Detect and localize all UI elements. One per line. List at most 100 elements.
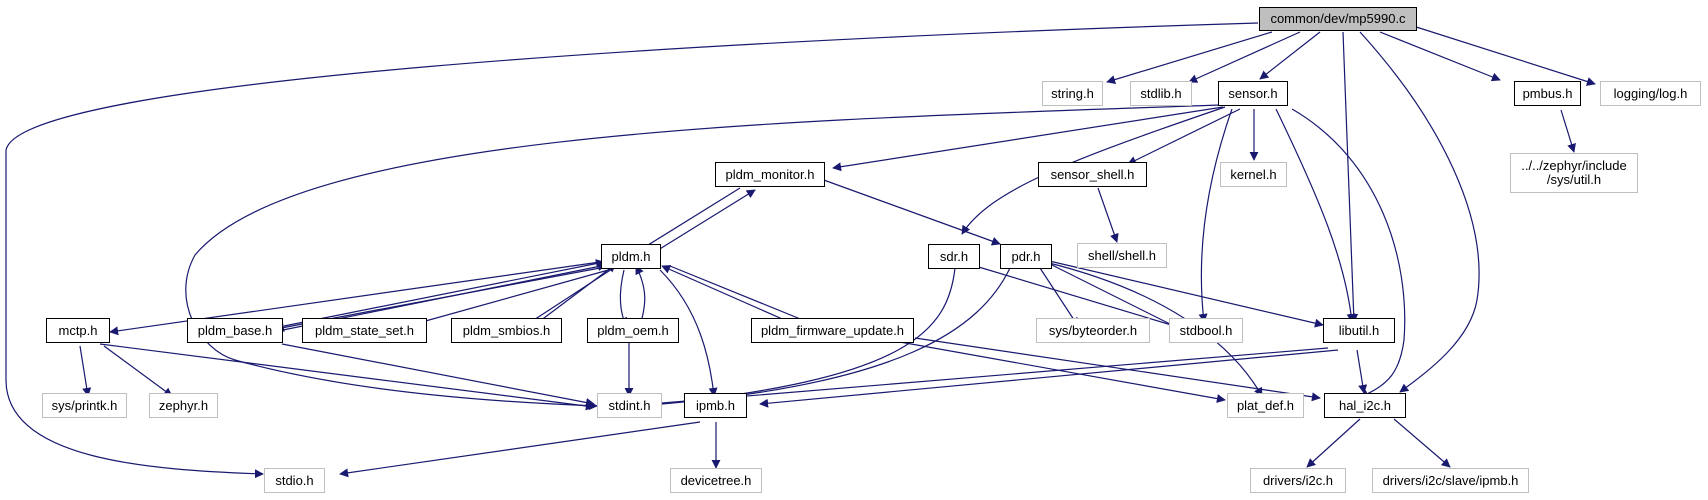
node-libutil-h[interactable]: libutil.h — [1323, 318, 1395, 343]
node-label: mctp.h — [58, 322, 98, 338]
edge-root-pmbus — [1379, 31, 1501, 82]
node-pdr-h[interactable]: pdr.h — [1000, 244, 1052, 269]
node-pldm-smbios-h[interactable]: pldm_smbios.h — [451, 318, 562, 343]
node-sensor-h[interactable]: sensor.h — [1218, 81, 1288, 106]
node-stdbool-h: stdbool.h — [1169, 318, 1243, 343]
edge-pdr-libutil — [1044, 259, 1324, 328]
node-drivers-i2c-h: drivers/i2c.h — [1250, 468, 1346, 493]
edge-root-stdlib — [1188, 31, 1301, 83]
edge-sensor-libutil — [1275, 108, 1356, 323]
node-string-h: string.h — [1042, 81, 1103, 106]
node-kernel-h: kernel.h — [1220, 162, 1287, 187]
node-label: pldm_smbios.h — [462, 322, 551, 338]
node-label: sdr.h — [939, 248, 969, 264]
node-hal-i2c-h[interactable]: hal_i2c.h — [1324, 393, 1406, 418]
edge-mctp-zephyr — [103, 345, 173, 397]
edge-pldmoem-pldm — [635, 265, 646, 327]
node-sys-printk-h: sys/printk.h — [42, 393, 127, 418]
node-label: sys/printk.h — [51, 397, 118, 413]
edge-pldmfwupdate-platdef — [899, 341, 1226, 404]
edge-libutil-ipmb — [759, 349, 1339, 408]
edge-root-logging — [1409, 24, 1596, 86]
node-label: sensor.h — [1228, 85, 1278, 101]
node-label: common/dev/mp5990.c — [1270, 11, 1406, 26]
node-zephyr-h: zephyr.h — [149, 393, 218, 418]
node-label: logging/log.h — [1613, 85, 1688, 101]
edge-sensor-platdef — [1291, 108, 1406, 399]
node-label: shell/shell.h — [1088, 247, 1156, 263]
edge-root-stdio — [5, 22, 1259, 479]
edge-pldmfwupdate-hali2c — [914, 337, 1321, 402]
edge-pldm-pldmmonitor — [649, 189, 756, 256]
node-label: hal_i2c.h — [1338, 397, 1392, 413]
node-label: sensor_shell.h — [1050, 166, 1135, 182]
node-label: pldm_monitor.h — [725, 166, 815, 182]
node-stdio-h: stdio.h — [264, 468, 325, 493]
node-drivers-i2c-slave-ipmb-h: drivers/i2c/slave/ipmb.h — [1372, 468, 1529, 493]
edge-ipmb-stdio — [339, 421, 701, 478]
edge-sensor-stdint — [185, 104, 1221, 411]
node-label: pldm_base.h — [197, 322, 273, 338]
node-stdlib-h: stdlib.h — [1130, 81, 1192, 106]
edge-root-sensor — [1259, 31, 1321, 80]
edge-pldm-ipmb — [659, 269, 718, 397]
node-label: pldm.h — [611, 248, 651, 264]
node-label: pdr.h — [1011, 248, 1041, 264]
node-ipmb-h[interactable]: ipmb.h — [684, 393, 747, 418]
node-shell-shell-h: shell/shell.h — [1077, 243, 1167, 268]
node-sensor-shell-h[interactable]: sensor_shell.h — [1038, 162, 1147, 187]
node-pldm-state-set-h[interactable]: pldm_state_set.h — [302, 318, 427, 343]
node-stdint-h: stdint.h — [597, 393, 662, 418]
edge-sensor-pldmmonitor — [832, 106, 1224, 172]
node-label: sys/byteorder.h — [1048, 322, 1138, 338]
node-label: stdlib.h — [1140, 85, 1182, 101]
node-pldm-h[interactable]: pldm.h — [601, 244, 661, 269]
edge-sensor-stdbool — [1198, 108, 1233, 323]
edge-pdr-byteorder — [1039, 267, 1079, 327]
edge-pldmbase-stdint — [281, 343, 595, 407]
node-pldm-base-h[interactable]: pldm_base.h — [187, 318, 283, 343]
node-sdr-h[interactable]: sdr.h — [928, 244, 980, 269]
edge-mctp-printk — [79, 345, 92, 397]
node-zephyr-util-h: ../../zephyr/include /sys/util.h — [1510, 153, 1638, 193]
node-pldm-oem-h[interactable]: pldm_oem.h — [587, 318, 679, 343]
node-label: drivers/i2c.h — [1262, 472, 1334, 488]
node-pldm-monitor-h[interactable]: pldm_monitor.h — [715, 162, 825, 187]
node-label: stdint.h — [608, 397, 651, 413]
edge-pldmbase-pldm — [283, 259, 605, 327]
edge-root-libutil — [1342, 31, 1359, 323]
node-root-file: common/dev/mp5990.c — [1259, 7, 1417, 31]
edge-libutil-stdint — [649, 347, 1329, 408]
node-label: libutil.h — [1338, 322, 1380, 338]
node-label: pmbus.h — [1522, 85, 1573, 101]
node-sys-byteorder-h: sys/byteorder.h — [1036, 318, 1150, 343]
edge-pldmmonitor-pdr — [809, 174, 1001, 246]
node-pmbus-h[interactable]: pmbus.h — [1514, 81, 1581, 106]
edge-hali2c-driversi2c — [1306, 418, 1361, 468]
node-label: ipmb.h — [695, 397, 736, 413]
edge-sensor-sensorshell — [1127, 108, 1241, 165]
edge-sensorshell-shell — [1097, 187, 1119, 243]
edge-pdr-stdbool — [1049, 263, 1183, 331]
edge-root-string — [1106, 31, 1273, 84]
node-label: zephyr.h — [158, 397, 209, 413]
edge-hali2c-driversipmb — [1393, 418, 1451, 468]
edge-mctp-stdint — [99, 343, 595, 411]
node-logging-log-h: logging/log.h — [1600, 81, 1701, 106]
node-pldm-firmware-update-h[interactable]: pldm_firmware_update.h — [751, 318, 914, 343]
node-label: kernel.h — [1230, 166, 1277, 182]
edge-pldmmonitor-pldm — [631, 187, 741, 256]
node-label: pldm_oem.h — [597, 322, 669, 338]
node-label: stdio.h — [275, 472, 314, 488]
edge-pldm-pldmfwupdate — [669, 265, 821, 329]
node-devicetree-h: devicetree.h — [670, 468, 762, 493]
node-label: drivers/i2c/slave/ipmb.h — [1382, 472, 1519, 488]
node-label: pldm_state_set.h — [314, 322, 414, 338]
edge-pldmsmbios-pldm — [531, 263, 617, 328]
edge-pmbus-util — [1560, 109, 1576, 153]
node-label: pldm_firmware_update.h — [760, 322, 905, 338]
edge-pldm-pldmstateset — [403, 268, 613, 330]
node-label: plat_def.h — [1236, 397, 1295, 413]
node-mctp-h[interactable]: mctp.h — [46, 318, 110, 343]
